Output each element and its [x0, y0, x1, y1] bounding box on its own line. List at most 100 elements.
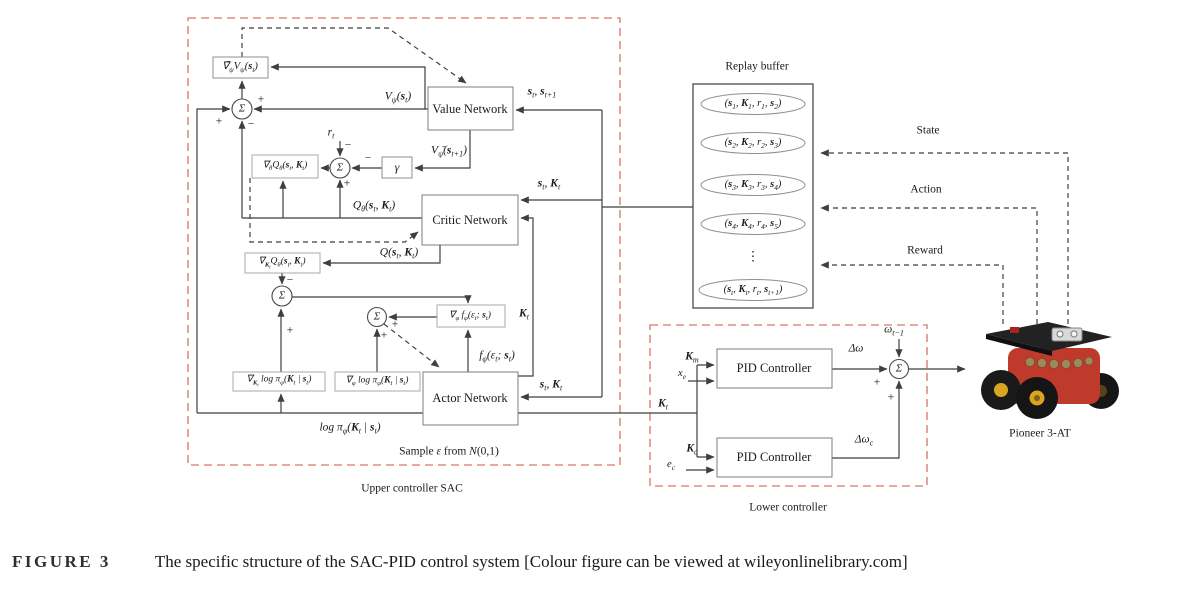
robot-name-label: Pioneer 3-AT	[1009, 427, 1071, 440]
w-prev-label: ωt−1	[884, 323, 904, 338]
sum1-minus: −	[247, 118, 255, 131]
connector-state	[820, 149, 1069, 324]
sum3-minus: −	[286, 274, 294, 287]
sk-actor-label: st, Kt	[539, 378, 563, 393]
v-next-label: Vψ̄(st+1)	[431, 144, 467, 159]
grad-qtheta-box	[251, 154, 319, 179]
connector-value-to-gamma	[414, 130, 471, 172]
tuple-ellipse-4	[700, 213, 806, 235]
connector-action	[820, 204, 1038, 324]
v-s-label: Vψ(st)	[384, 90, 412, 105]
robot-camera-lens-right	[1070, 330, 1078, 338]
gamma-label: γ	[394, 160, 400, 174]
figure-caption-tag: FIGURE 3	[12, 552, 111, 571]
replay-tuple-2: (s2, K2, r2, s3)	[724, 136, 782, 150]
sum2-symbol: Σ	[336, 161, 344, 174]
sum5-plus-left: +	[873, 376, 881, 389]
pid1-label: PID Controller	[736, 360, 812, 375]
qtheta-label: Qθ(st, Kt)	[352, 199, 396, 214]
kt-upper-label: Kt	[519, 307, 529, 322]
robot-hub-center	[1034, 395, 1040, 401]
kc-label: Kc	[686, 442, 698, 457]
replay-tuple-3: (s3, K3, r3, s4)	[724, 178, 782, 192]
robot-top-plate	[986, 322, 1112, 351]
robot-plate-edge	[986, 334, 1052, 356]
robot-logo	[1010, 327, 1019, 333]
actor-network-label: Actor Network	[432, 390, 508, 405]
replay-tuple-4: (s4, K4, r4, s5)	[724, 217, 782, 231]
upper-controller-border	[187, 17, 621, 466]
sum4-circle	[366, 306, 388, 328]
connector-dwc-to-sum5	[832, 380, 903, 459]
replay-vdots: ⋮	[746, 248, 760, 264]
s-pair-label: st, st+1	[527, 85, 557, 100]
sum3-circle	[271, 285, 293, 307]
connector-sum3-to-gradf	[292, 295, 472, 304]
sum5-circle	[888, 358, 910, 380]
sum3-plus: +	[286, 324, 294, 337]
pid2-label: PID Controller	[736, 449, 812, 464]
grad-logpi-k-label: ∇Kt log πφ(Kt | st)	[246, 374, 312, 389]
robot-sonar-dots	[1025, 356, 1094, 369]
lower-controller-title: Lower controller	[749, 501, 827, 514]
kt-lower-label: Kt	[658, 397, 668, 412]
grad-logpi-phi-label: ∇φ log πφ(Kt | st)	[345, 375, 409, 388]
sum1-plus-right: +	[257, 93, 265, 106]
sum5-symbol: Σ	[895, 362, 903, 375]
sum3-symbol: Σ	[278, 289, 286, 302]
logpi-label: log πφ(Kt | st)	[319, 421, 381, 436]
figure-caption-text: The specific structure of the SAC-PID co…	[154, 552, 908, 571]
robot-camera-lens-left	[1056, 330, 1064, 338]
sum2-plus: +	[343, 177, 351, 190]
grad-f-label: ∇φ fφ(εt; st)	[449, 310, 491, 323]
sk-critic-label: st, Kt	[537, 177, 561, 192]
tuple-ellipse-5	[698, 279, 808, 301]
delta-wc-label: Δωc	[854, 433, 874, 448]
sum1-plus-left: +	[215, 115, 223, 128]
grad-logpi-phi-box	[334, 371, 421, 392]
sum2-minus-top: −	[344, 139, 352, 152]
diagram-boxes	[212, 56, 833, 478]
robot-illustration	[981, 322, 1119, 419]
lower-controller-border	[649, 324, 928, 487]
f-phi-label: fφ(εt; st)	[479, 349, 515, 364]
sum2-circle	[329, 157, 351, 179]
figure-caption: FIGURE 3 The specific structure of the SA…	[12, 552, 1182, 572]
connector-update-value	[241, 27, 467, 84]
connector-kt-to-critic	[518, 214, 534, 377]
connector-q-to-gradqk	[322, 245, 441, 267]
sum2-minus-right: −	[364, 152, 372, 165]
value-network-label: Value Network	[432, 101, 508, 116]
connector-update-actor	[383, 323, 440, 368]
dashed-connectors	[241, 27, 1069, 368]
tuple-ellipse-2	[700, 132, 806, 154]
robot-camera-bracket	[1051, 327, 1083, 342]
sum4-plus-bottom: +	[380, 329, 388, 342]
grad-qtheta-label: ∇θQθ(st, Kt)	[262, 160, 308, 173]
km-label: Km	[685, 350, 699, 365]
tuple-ellipse-3	[700, 174, 806, 196]
grad-f-box	[436, 304, 506, 328]
sum-circles	[231, 98, 910, 380]
reward-label: Reward	[907, 244, 943, 257]
pid2-box	[716, 437, 833, 478]
connector-v-to-gradv	[270, 63, 426, 109]
value-network-box	[427, 86, 514, 131]
gamma-box	[381, 156, 413, 179]
sum1-symbol: Σ	[238, 102, 246, 115]
connector-reward	[820, 261, 1004, 324]
sum5-plus-bottom: +	[887, 391, 895, 404]
sample-label: Sample ε from N(0,1)	[399, 445, 499, 458]
grad-logpi-k-box	[232, 371, 326, 392]
grad-qk-box	[244, 252, 321, 274]
replay-tuple-1: (s1, K1, r1, s2)	[724, 97, 782, 111]
replay-tuple-ellipses	[698, 93, 808, 301]
rt-label: rt	[327, 126, 335, 141]
connector-update-critic	[249, 178, 419, 243]
grad-qk-label: ∇KtQθ(st, Kt)	[258, 256, 306, 271]
solid-connectors	[196, 63, 966, 474]
sum1-circle	[231, 98, 253, 120]
critic-network-label: Critic Network	[432, 212, 508, 227]
connector-logpi-feedback	[196, 105, 231, 413]
